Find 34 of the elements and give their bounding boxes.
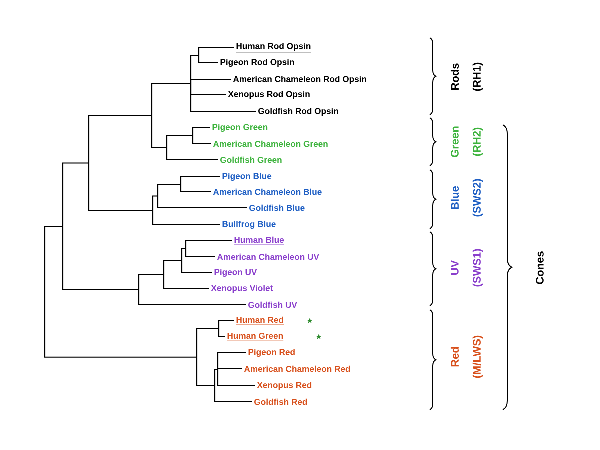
group-label: Rods: [450, 64, 460, 90]
leaf-label: Goldfish Blue: [250, 204, 305, 212]
group-label: (RH1): [472, 62, 484, 92]
leaf-label: Bullfrog Blue: [222, 220, 276, 230]
leaf-label: Xenopus Red: [257, 382, 312, 390]
leaf-label: Goldfish UV: [248, 302, 298, 308]
leaf-label: Pigeon Red: [248, 348, 295, 358]
group-label: (SWS2): [472, 179, 484, 217]
group-label: Red: [450, 347, 460, 367]
leaf-label: Goldfish Red: [254, 398, 308, 406]
group-label: (RH2): [472, 128, 484, 156]
leaf-label: Human Rod Opsin: [236, 43, 312, 53]
group-label: Cones: [536, 252, 544, 284]
leaf-label: American Chameleon Blue: [213, 188, 322, 196]
leaf-label: Goldfish Rod Opsin: [258, 108, 338, 116]
leaf-label: American Chameleon Red: [244, 366, 350, 372]
leaf-label: Human Green: [227, 332, 284, 341]
leaf-label: Pigeon UV: [214, 268, 258, 278]
group-label: UV: [451, 260, 459, 275]
leaf-label: Human Blue: [234, 236, 285, 245]
leaf-label: Xenopus Rod Opsin: [228, 91, 310, 100]
group-label: Green: [451, 126, 459, 158]
leaf-label: Pigeon Green: [212, 124, 268, 132]
leaf-label: Xenopus Violet: [211, 285, 274, 294]
group-label: Blue: [450, 186, 460, 210]
leaf-label: Pigeon Blue: [222, 172, 272, 182]
group-label: (M/LWS): [472, 336, 484, 378]
leaf-label: American Chameleon Green: [213, 140, 328, 148]
leaf-label: Goldfish Green: [220, 156, 282, 164]
leaf-label: American Chameleon Rod Opsin: [233, 76, 366, 84]
leaf-label: American Chameleon UV: [217, 254, 320, 260]
group-label: (SWS1): [472, 249, 484, 287]
leaf-label: Human Red: [236, 316, 284, 325]
leaf-label: Pigeon Rod Opsin: [220, 58, 294, 68]
